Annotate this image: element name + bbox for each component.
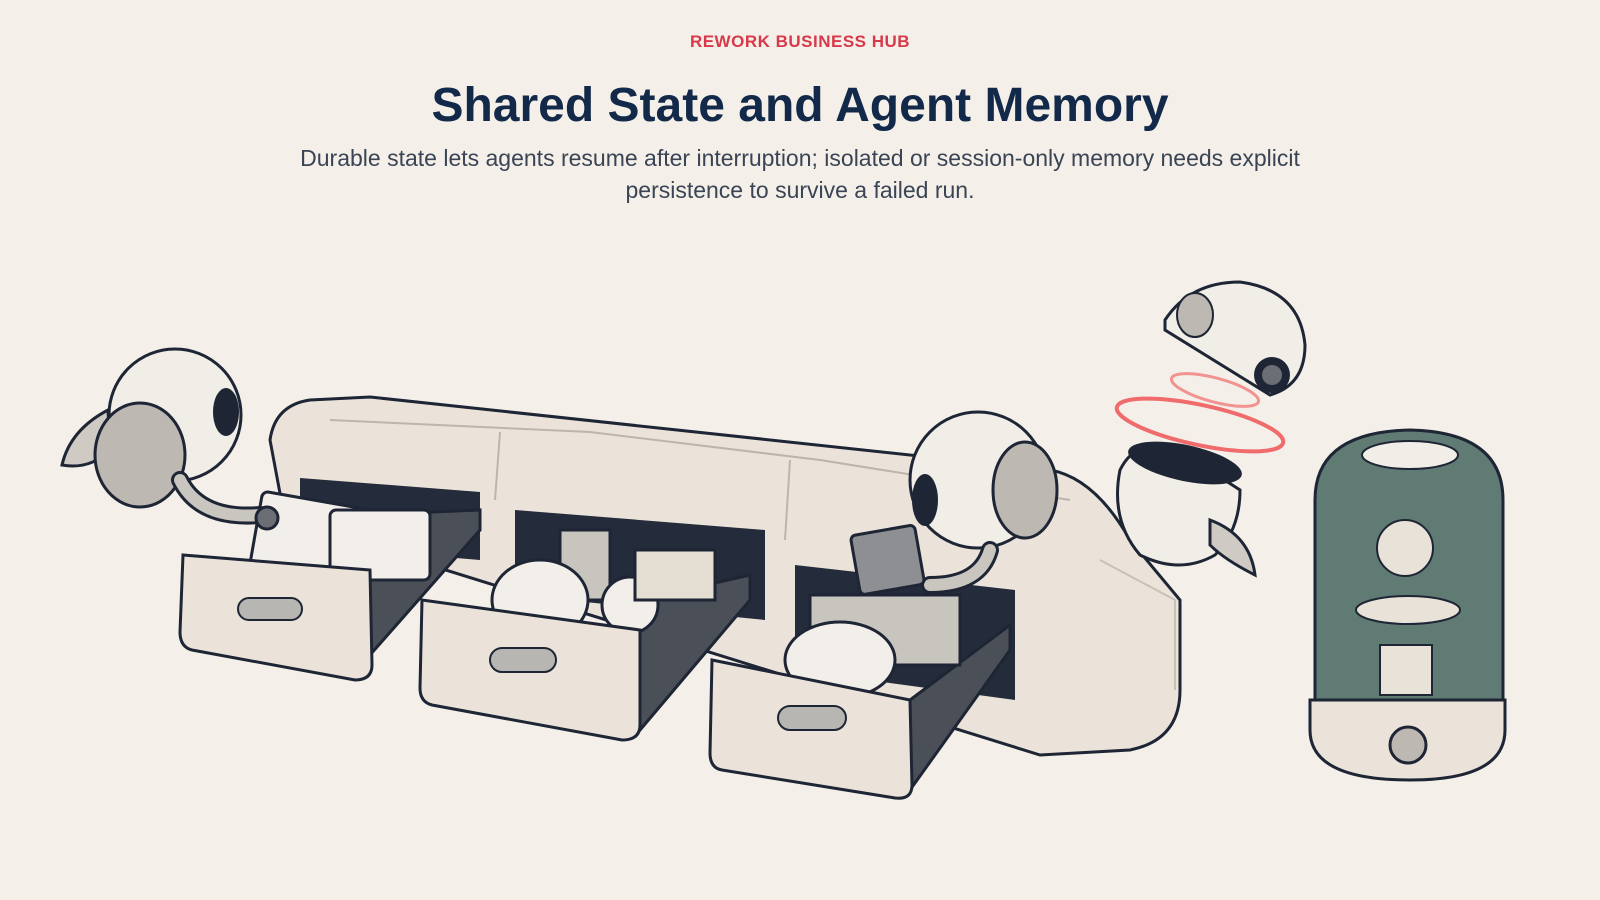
file-drawer-icon bbox=[708, 593, 1012, 800]
robot-agent-icon bbox=[849, 410, 1059, 596]
eyebrow-label: REWORK BUSINESS HUB bbox=[689, 32, 911, 51]
file-drawer-icon bbox=[418, 528, 752, 742]
file-drawer-icon bbox=[178, 490, 482, 682]
memory-jar-icon bbox=[1308, 428, 1507, 782]
page-subtitle: Durable state lets agents resume after i… bbox=[300, 145, 1300, 203]
broken-robot-icon bbox=[1114, 280, 1307, 578]
memory-illustration bbox=[60, 280, 1507, 800]
robot-agent-icon bbox=[60, 347, 280, 531]
page-title: Shared State and Agent Memory bbox=[431, 79, 1169, 132]
